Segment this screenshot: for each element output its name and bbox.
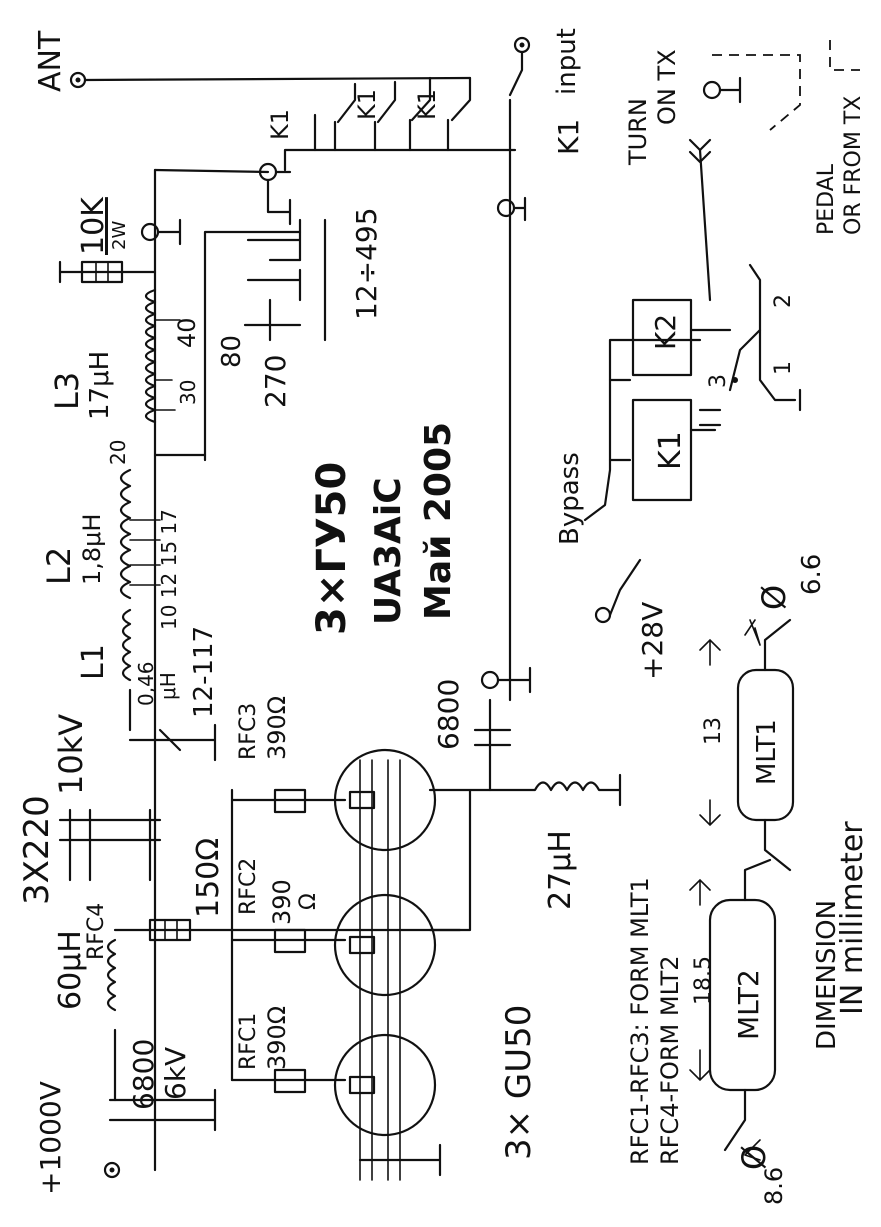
- label-mlt1-phi: Ø: [755, 585, 793, 610]
- label-rfc2-val-b: Ω: [296, 893, 321, 910]
- label-10k: 10K: [76, 196, 111, 255]
- label-k1-ant: K1: [266, 109, 294, 140]
- label-tap-30: 30: [176, 380, 200, 405]
- label-12-117: 12-117: [189, 626, 219, 718]
- label-6kv: 6kV: [159, 1047, 192, 1100]
- label-rfc2-val-a: 390: [268, 879, 296, 925]
- label-rfc1: RFC1: [236, 1013, 261, 1070]
- label-input: input: [552, 28, 582, 95]
- label-dimension: DIMENSION: [812, 900, 842, 1050]
- label-2w: 2W: [109, 221, 130, 250]
- label-on-tx: ON TX: [653, 49, 681, 125]
- label-sw-2: 2: [771, 294, 796, 308]
- label-27uh: 27μH: [543, 830, 578, 910]
- title-line-1: 3×ГУ50: [309, 462, 355, 635]
- label-6800-grid: 6800: [432, 679, 465, 750]
- label-in-millimeter: IN millimeter: [835, 821, 870, 1015]
- label-rfc1-val: 390Ω: [263, 1006, 291, 1070]
- label-ant: ANT: [33, 30, 68, 92]
- schematic-wiring: [58, 36, 860, 1181]
- label-150: 150Ω: [191, 838, 226, 918]
- label-l3-val: 17μH: [85, 351, 115, 420]
- label-mlt2-dia: 8.6: [760, 1167, 788, 1205]
- label-or-from-tx: OR FROM TX: [841, 96, 866, 235]
- label-rfc3-val: 390Ω: [263, 696, 291, 760]
- label-l3: L3: [48, 372, 86, 410]
- label-k2: K2: [649, 314, 682, 350]
- label-sw-3: 3: [706, 374, 731, 388]
- label-rfc2: RFC2: [236, 858, 261, 915]
- label-3x220: 3X220: [17, 795, 57, 905]
- label-mlt2-len: 18.5: [691, 956, 716, 1005]
- label-l1: L1: [76, 644, 111, 680]
- label-270: 270: [259, 355, 292, 408]
- label-k1-b: K1: [413, 89, 441, 120]
- label-relay-k1: K1: [653, 431, 688, 470]
- label-mlt1-dia: 6.6: [797, 554, 827, 595]
- label-k1-input: K1: [552, 119, 585, 155]
- label-l2: L2: [40, 547, 78, 585]
- label-rfc4: RFC4: [84, 903, 109, 960]
- label-bypass: Bypass: [555, 452, 585, 545]
- label-pedal: PEDAL: [814, 163, 839, 235]
- title-line-3: Май 2005: [418, 422, 459, 620]
- label-80: 80: [217, 335, 247, 368]
- label-tap-20: 20: [106, 440, 130, 465]
- label-l1-val-b: μH: [156, 672, 180, 700]
- label-l2-taps: 10 12 15 17: [157, 509, 181, 630]
- label-hv: +1000V: [34, 1081, 67, 1195]
- title-line-2: UA3AiC: [368, 477, 409, 625]
- label-mlt1: MLT1: [752, 719, 782, 785]
- label-sw-1: 1: [771, 361, 796, 375]
- label-plus28: +28V: [636, 602, 669, 680]
- label-tubes: 3× GU50: [499, 1005, 539, 1160]
- label-60uh: 60μH: [53, 930, 88, 1010]
- label-l2-val: 1,8μH: [78, 514, 106, 585]
- label-rfc-note-1: RFC1-RFC3: FORM MLT1: [626, 877, 654, 1165]
- label-rfc-note-2: RFC4-FORM MLT2: [656, 955, 684, 1165]
- label-tap-40: 40: [173, 317, 201, 348]
- label-mlt1-len: 13: [701, 717, 726, 745]
- label-turn: TURN: [624, 98, 652, 166]
- label-10kv: 10kV: [52, 714, 90, 795]
- label-mlt2: MLT2: [732, 969, 765, 1040]
- schematic-labels: ANT K1 K1 K1 input K1 TURN ON TX PEDAL O…: [17, 28, 870, 1205]
- label-12-495: 12÷495: [350, 207, 383, 320]
- label-rfc3: RFC3: [236, 703, 261, 760]
- label-6800-hv: 6800: [127, 1039, 160, 1110]
- label-k1-a: K1: [353, 89, 381, 120]
- label-l1-val-a: 0,46: [134, 661, 158, 706]
- label-mlt2-phi: Ø: [735, 1145, 773, 1170]
